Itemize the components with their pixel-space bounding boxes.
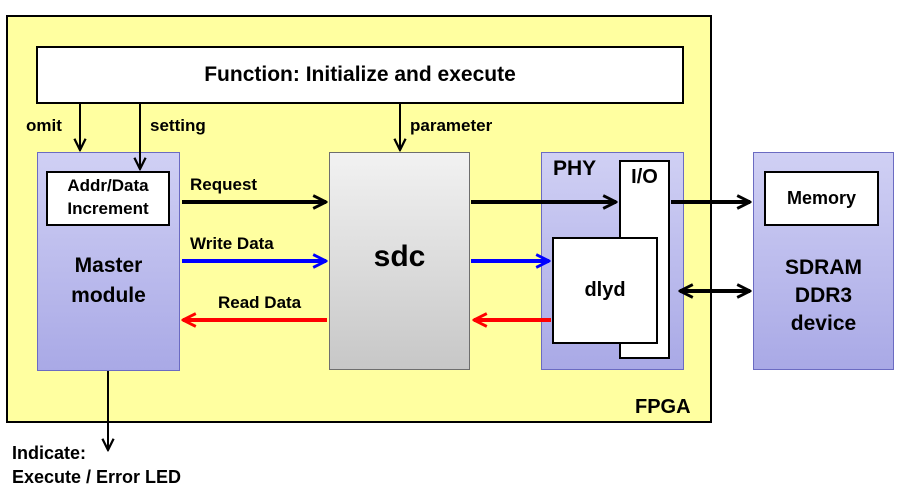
fpga-label: FPGA xyxy=(635,396,691,418)
master-label: Master xyxy=(74,254,143,277)
parameter-label: parameter xyxy=(410,116,493,135)
indicate-label: Indicate: xyxy=(12,443,87,463)
memory-box: Memory xyxy=(764,171,879,226)
ddr3-label: DDR3 xyxy=(794,284,853,307)
function-box: Function: Initialize and execute xyxy=(36,46,684,104)
phy-label: PHY xyxy=(553,157,597,180)
io-label: I/O xyxy=(631,166,658,188)
request-label: Request xyxy=(190,175,258,194)
module-label: module xyxy=(71,284,146,307)
omit-label: omit xyxy=(26,116,62,135)
read-data-label: Read Data xyxy=(218,293,302,312)
sdc-block: sdc xyxy=(329,152,470,370)
addr-data-increment-box xyxy=(46,171,170,226)
dlyd-box: dlyd xyxy=(552,237,658,344)
addr-data-label: Addr/Data xyxy=(67,176,149,195)
increment-label: Increment xyxy=(67,199,149,218)
sdram-label: SDRAM xyxy=(785,256,862,279)
setting-label: setting xyxy=(150,116,206,135)
write-data-label: Write Data xyxy=(190,234,274,253)
execute-error-led-label: Execute / Error LED xyxy=(12,467,182,487)
device-label: device xyxy=(790,312,857,335)
